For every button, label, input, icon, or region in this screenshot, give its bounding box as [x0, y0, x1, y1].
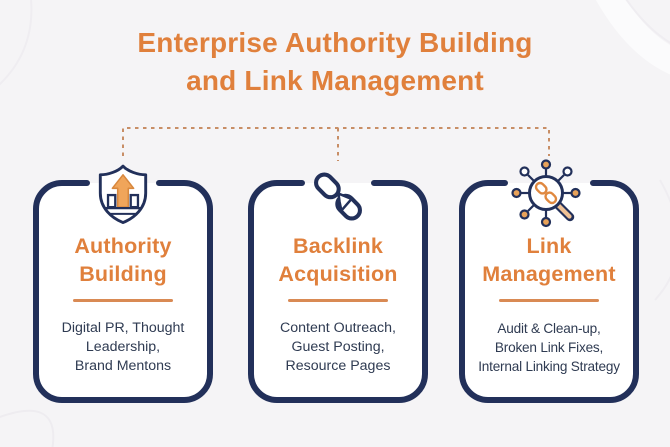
card-link-management: Link Management Audit & Clean-up, Broken… — [459, 159, 639, 403]
shield-growth-icon — [95, 162, 151, 237]
card-content: Backlink Acquisition Content Outreach, G… — [252, 180, 424, 376]
heading-divider — [499, 299, 599, 302]
card-content: Authority Building Digital PR, Thought L… — [37, 180, 209, 376]
card-authority-building: Authority Building Digital PR, Thought L… — [33, 164, 213, 403]
card-backlink-acquisition: Backlink Acquisition Content Outreach, G… — [248, 172, 428, 403]
description-line: Internal Linking Strategy — [478, 359, 620, 374]
card-heading: Authority Building — [37, 232, 209, 288]
card-description: Audit & Clean-up, Broken Link Fixes, Int… — [463, 319, 635, 376]
description-line: Leadership, — [85, 339, 161, 355]
card-description: Digital PR, Thought Leadership, Brand Me… — [37, 319, 209, 376]
description-line: Content Outreach, — [280, 320, 396, 336]
description-line: Brand Mentons — [74, 358, 172, 374]
heading-line: Authority — [74, 234, 172, 258]
card-border — [248, 180, 428, 403]
heading-divider — [288, 299, 388, 302]
heading-line: Building — [79, 262, 167, 286]
chain-link-icon — [307, 165, 369, 233]
description-line: Audit & Clean-up, — [497, 321, 601, 336]
card-border — [33, 180, 213, 403]
card-description: Content Outreach, Guest Posting, Resourc… — [252, 319, 424, 376]
heading-divider — [73, 299, 173, 302]
title-line-1: Enterprise Authority Building — [137, 27, 533, 58]
heading-line: Management — [482, 262, 616, 286]
heading-line: Acquisition — [278, 262, 398, 286]
card-heading: Link Management — [463, 232, 635, 288]
description-line: Resource Pages — [285, 358, 391, 374]
heading-line: Backlink — [292, 234, 384, 258]
description-line: Digital PR, Thought — [61, 320, 185, 336]
title-line-2: and Link Management — [186, 65, 484, 96]
link-network-magnifier-icon — [509, 157, 589, 242]
card-border — [459, 180, 639, 403]
card-heading: Backlink Acquisition — [252, 232, 424, 288]
page-title: Enterprise Authority Building and Link M… — [0, 24, 670, 100]
card-content: Link Management Audit & Clean-up, Broken… — [463, 180, 635, 376]
description-line: Guest Posting, — [291, 339, 385, 355]
description-line: Broken Link Fixes, — [494, 340, 604, 355]
heading-line: Link — [526, 234, 572, 258]
